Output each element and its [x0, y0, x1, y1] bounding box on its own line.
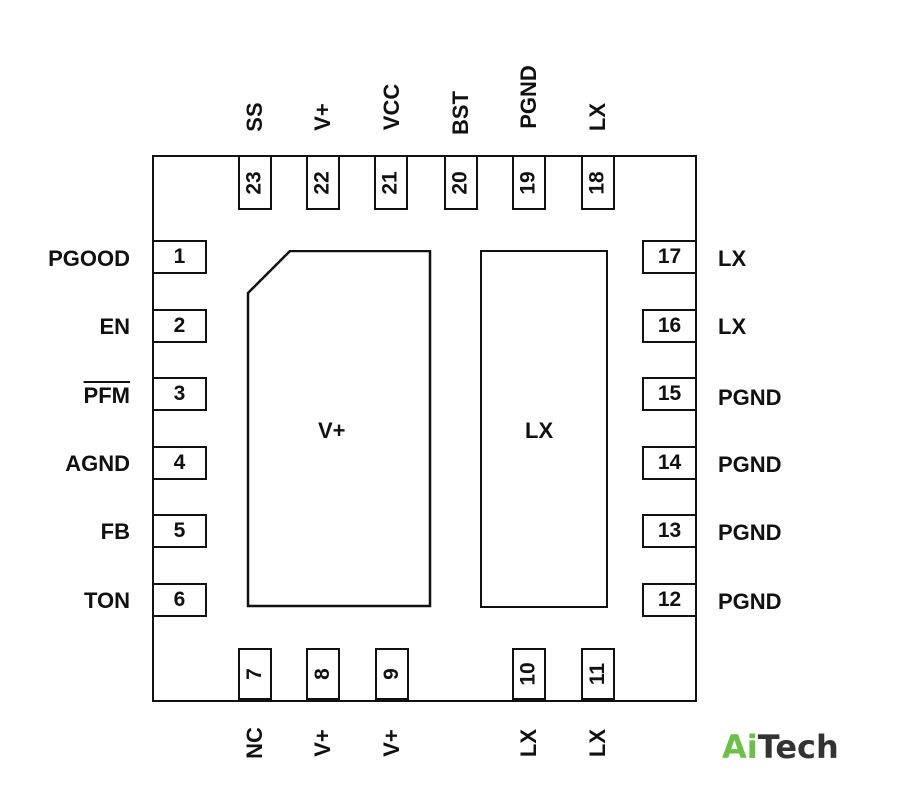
pin-number: 4: [173, 451, 186, 474]
pin-5: 5: [152, 514, 207, 548]
pin-number: 16: [657, 314, 682, 337]
pin-22-label: V+: [310, 103, 335, 131]
pin-1: 1: [152, 240, 207, 274]
pin-number: 19: [516, 170, 540, 195]
pin-number: 18: [585, 170, 609, 195]
pin-15: 15: [642, 377, 697, 411]
pin-10-label: LX: [516, 728, 541, 758]
pin-number: 22: [310, 170, 334, 195]
pin-19-label: PGND: [516, 65, 541, 129]
pin-14: 14: [642, 446, 697, 480]
vplus-exposed-pad: [246, 250, 432, 608]
pin-15-label: PGND: [718, 385, 782, 410]
pin-16: 16: [642, 309, 697, 343]
pin-7-label: NC: [242, 727, 267, 759]
logo-tech: Tech: [757, 728, 839, 766]
pin-6: 6: [152, 583, 207, 617]
pin-23-label: SS: [242, 102, 267, 132]
pin-7: 7: [238, 648, 272, 700]
pin-2: 2: [152, 309, 207, 343]
pin-21: 21: [374, 155, 408, 210]
pin-8-label: V+: [310, 729, 335, 757]
pin-4-label: AGND: [65, 451, 130, 476]
pin-12: 12: [642, 583, 697, 617]
pin-number: 11: [585, 662, 609, 686]
pin-number: 14: [657, 451, 682, 474]
pin-11-label: LX: [585, 728, 610, 758]
pin-3-label: PFM: [83, 383, 130, 408]
vplus-pad-label: V+: [318, 418, 346, 443]
pin-13-label: PGND: [718, 520, 782, 545]
pin-2-label: EN: [99, 314, 130, 339]
pin-20: 20: [444, 155, 478, 210]
pin-18-label: LX: [585, 102, 610, 132]
pin-6-label: TON: [83, 588, 130, 613]
pin-number: 23: [242, 170, 266, 195]
pin-3: 3: [152, 377, 207, 411]
pin-number: 21: [378, 170, 402, 195]
pin-14-label: PGND: [718, 452, 782, 477]
pin-number: 8: [311, 668, 334, 680]
pin-17: 17: [642, 240, 697, 274]
pin-22: 22: [306, 155, 340, 210]
pin-number: 10: [516, 662, 540, 686]
pin-12-label: PGND: [718, 589, 782, 614]
aitech-logo: AiTech: [722, 728, 839, 766]
pin-11: 11: [581, 648, 615, 700]
pin-23: 23: [238, 155, 272, 210]
pin-number: 13: [657, 519, 682, 542]
pin-4: 4: [152, 446, 207, 480]
pin-number: 17: [657, 245, 682, 268]
pin-13: 13: [642, 514, 697, 548]
pin-number: 20: [448, 170, 472, 195]
pin-number: 2: [173, 314, 186, 337]
pin-10: 10: [512, 648, 546, 700]
lx-exposed-pad: [480, 250, 608, 608]
pin-9: 9: [375, 648, 409, 700]
pin-19: 19: [512, 155, 546, 210]
pin-number: 6: [173, 588, 186, 611]
pin-number: 9: [380, 668, 403, 680]
pin-5-label: FB: [100, 519, 130, 544]
pin-1-label: PGOOD: [48, 246, 130, 271]
logo-ai: Ai: [722, 728, 758, 766]
pin-number: 3: [173, 382, 186, 405]
pin-number: 5: [173, 519, 186, 542]
pin-9-label: V+: [379, 729, 404, 757]
pin-17-label: LX: [718, 246, 747, 271]
pin-number: 12: [657, 588, 682, 611]
pin-20-label: BST: [448, 91, 473, 135]
pin-21-label: VCC: [379, 83, 404, 131]
pin-18: 18: [581, 155, 615, 210]
pin-8: 8: [306, 648, 340, 700]
pin-number: 15: [657, 382, 682, 405]
pin-number: 1: [173, 245, 186, 268]
lx-pad-label: LX: [525, 418, 554, 443]
pin-number: 7: [243, 668, 266, 680]
pin-16-label: LX: [718, 314, 747, 339]
